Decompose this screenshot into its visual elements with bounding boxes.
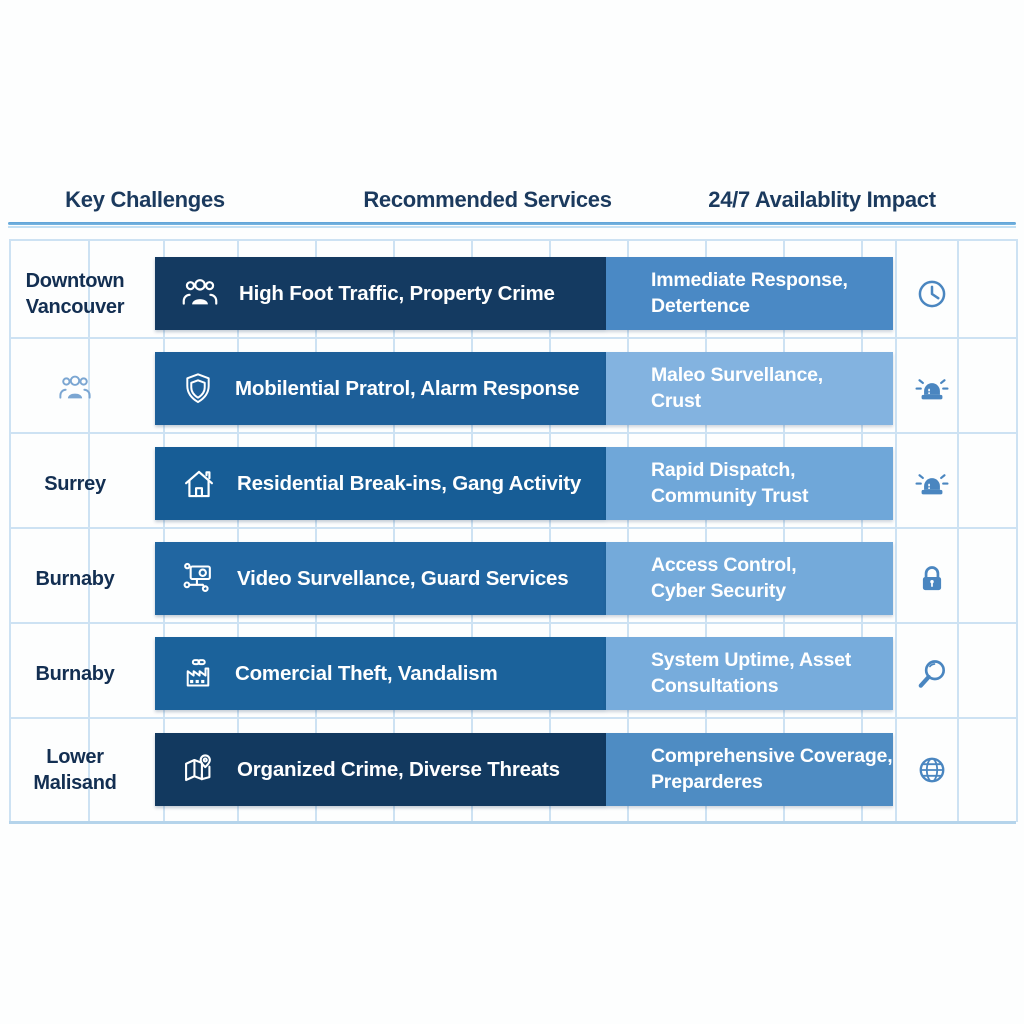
globe-icon [912,733,952,806]
challenge-text: Mobilential Pratrol, Alarm Response [235,376,580,400]
header-divider-line [8,222,1016,225]
challenge-bar: High Foot Traffic, Property Crime [155,257,606,330]
location-label: Surrey [0,447,150,520]
service-line: Community Trust [651,484,809,507]
service-bar: System Uptime, Asset Consultations [606,637,893,710]
service-bar: Maleo Survellance, Crust [606,352,893,425]
challenge-text: Organized Crime, Diverse Threats [237,757,560,781]
service-bar: Rapid Dispatch, Community Trust [606,447,893,520]
service-line: Crust [651,389,701,412]
factory-icon [179,654,217,694]
people-group-icon [179,274,221,314]
table-row: Burnaby Video Survellance, Guard Service… [0,542,1024,615]
location-line: Vancouver [25,295,125,318]
challenge-bar: Organized Crime, Diverse Threats [155,733,606,806]
siren-icon [912,352,952,425]
table-row: Surrey Residential Break-ins, Gang Activ… [0,447,1024,520]
service-bar: Comprehensive Coverage, Preparderes [606,733,893,806]
location-label: Lower Malisand [0,733,150,806]
service-line: Rapid Dispatch, [651,458,796,481]
house-icon [179,464,219,504]
map-pin-icon [179,750,219,790]
location-line: Downtown [25,269,125,292]
challenge-text: Residential Break-ins, Gang Activity [237,471,582,495]
service-line: Comprehensive Coverage, [651,744,893,767]
service-line: System Uptime, Asset [651,648,852,671]
table-row: Lower Malisand Organized Crime, Diverse … [0,733,1024,806]
location-label: Burnaby [0,637,150,710]
service-line: Consultations [651,674,779,697]
challenge-bar: Mobilential Pratrol, Alarm Response [155,352,606,425]
location-line: Surrey [44,472,106,495]
table-row: Burnaby Comercial Theft, Vandalism Syste… [0,637,1024,710]
shield-icon [179,369,217,409]
challenge-bar: Video Survellance, Guard Services [155,542,606,615]
magnifier-icon [912,637,952,710]
column-header-recommended-services: Recommended Services [363,187,612,212]
lock-icon [912,542,952,615]
challenge-bar: Residential Break-ins, Gang Activity [155,447,606,520]
challenge-text: High Foot Traffic, Property Crime [239,281,555,305]
people-group-icon [0,352,150,425]
service-line: Immediate Response, [651,268,848,291]
table-row: Downtown Vancouver High Foot Traffic, Pr… [0,257,1024,330]
service-line: Detertence [651,294,750,317]
location-line: Lower [46,745,104,768]
siren-icon [912,447,952,520]
location-line: Burnaby [35,662,115,685]
service-bar: Immediate Response, Detertence [606,257,893,330]
service-line: Maleo Survellance, [651,363,823,386]
location-line: Malisand [33,771,117,794]
location-line: Burnaby [35,567,115,590]
service-line: Cyber Security [651,579,786,602]
column-header-availability-impact: 24/7 Availablity Impact [708,187,936,212]
header-divider-line-light [8,226,1016,228]
service-line: Preparderes [651,770,763,793]
challenge-text: Video Survellance, Guard Services [237,566,569,590]
table-row: Mobilential Pratrol, Alarm Response Male… [0,352,1024,425]
service-bar: Access Control, Cyber Security [606,542,893,615]
cctv-icon [179,559,219,599]
column-header-key-challenges: Key Challenges [65,187,225,212]
location-label: Downtown Vancouver [0,257,150,330]
challenge-text: Comercial Theft, Vandalism [235,661,498,685]
service-line: Access Control, [651,553,797,576]
clock-icon [912,257,952,330]
challenge-bar: Comercial Theft, Vandalism [155,637,606,710]
location-label: Burnaby [0,542,150,615]
